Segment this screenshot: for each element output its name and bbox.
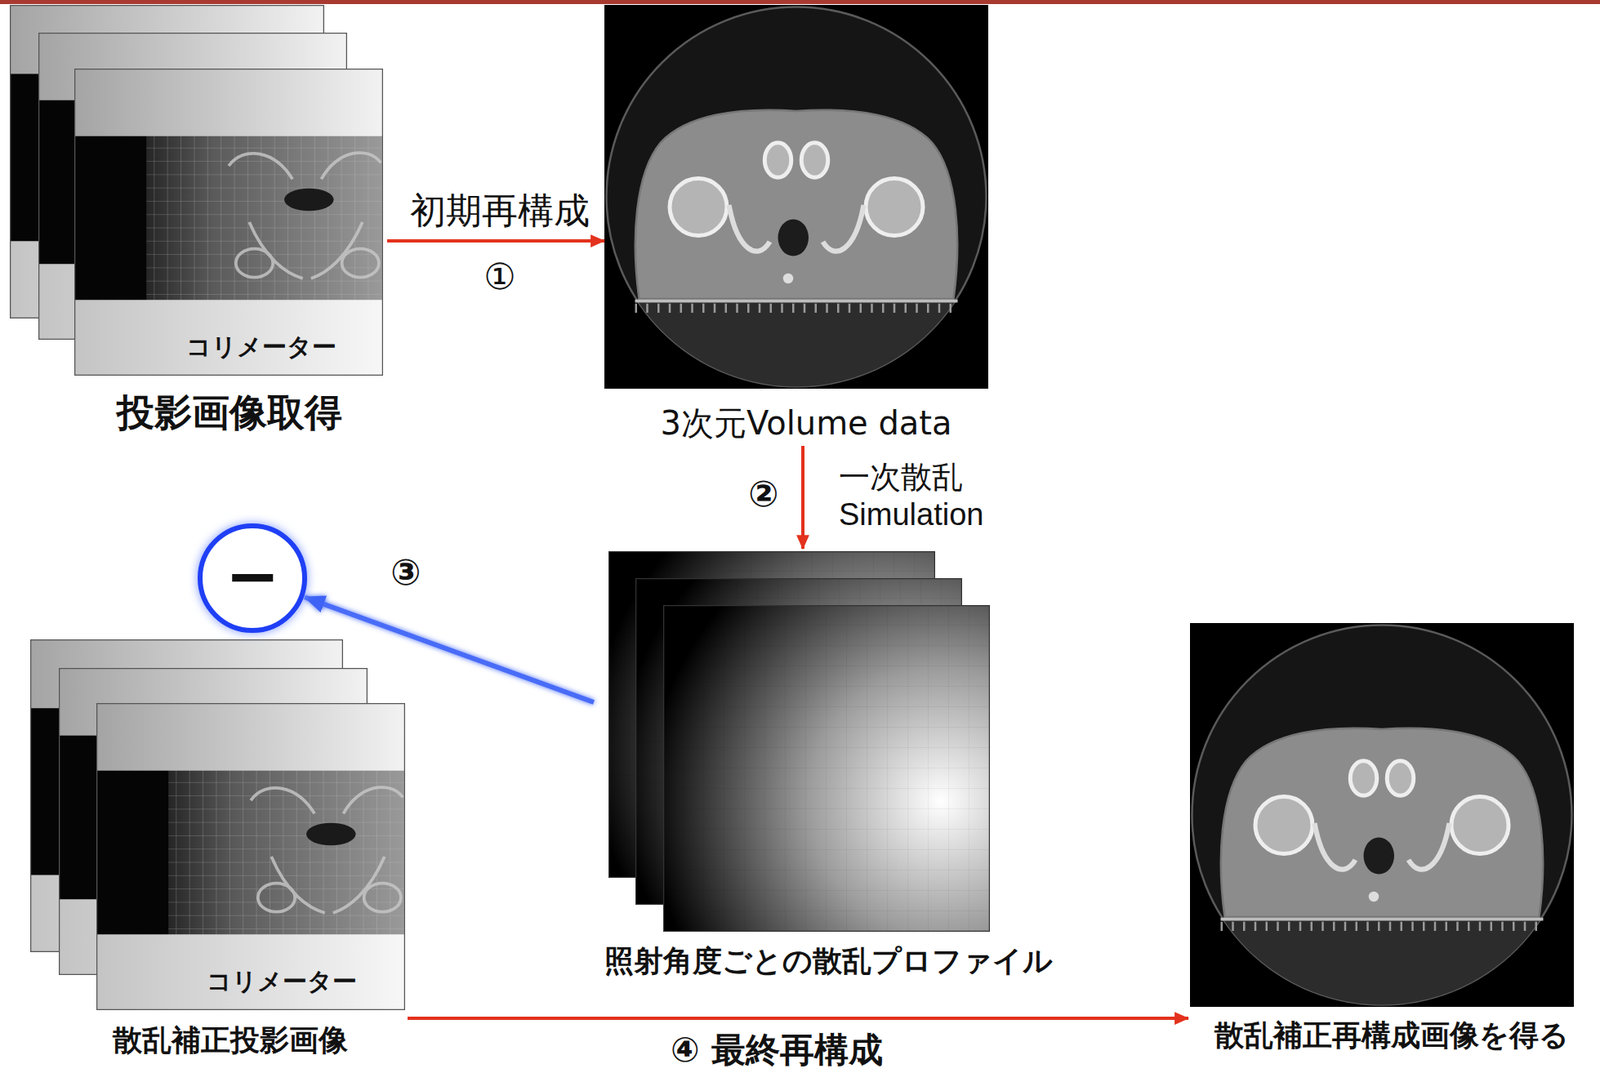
collimator-label: コリメーター <box>159 967 405 997</box>
subtract-circle: − <box>196 522 308 634</box>
red-arrow <box>801 445 805 549</box>
edge-label: 初期再構成 <box>393 189 607 233</box>
step-caption: 照射角度ごとの散乱プロファイル <box>593 943 1064 979</box>
scatter-stack: 照射角度ごとの散乱プロファイル <box>593 548 1064 982</box>
blue-arrow <box>304 597 594 703</box>
step-caption: 投影画像取得 <box>49 390 410 436</box>
blue-arrow <box>249 437 255 523</box>
projection-image <box>74 68 384 376</box>
ct-image <box>604 4 989 389</box>
callout-number: ② <box>739 472 789 517</box>
callout-number: ① <box>475 255 525 299</box>
corrected-stack: コリメーター散乱補正投影画像 <box>30 639 408 1063</box>
projection-stack: コリメーター投影画像取得 <box>9 4 388 438</box>
callout-number: ③ <box>381 551 431 595</box>
edge-label: ④ 最終再構成 <box>637 1029 916 1071</box>
top-rule <box>0 0 1600 5</box>
collimator-label: コリメーター <box>138 332 384 362</box>
projection-image <box>96 703 406 1011</box>
step-caption: 散乱補正投影画像 <box>50 1022 411 1058</box>
edge-label: 一次散乱 Simulation <box>838 459 1031 534</box>
scatter-profile <box>663 605 990 932</box>
circle-outline <box>200 525 305 631</box>
red-arrow <box>407 1016 1189 1021</box>
result-image: 散乱補正再構成画像を得る <box>1188 620 1581 1057</box>
step-caption: 散乱補正再構成画像を得る <box>1197 1017 1587 1053</box>
red-arrow <box>387 239 605 243</box>
ct-image <box>1189 623 1574 1008</box>
minus-sign: − <box>203 537 302 616</box>
volume-image: 3次元Volume data <box>604 4 989 446</box>
step-caption: 3次元Volume data <box>618 403 994 443</box>
